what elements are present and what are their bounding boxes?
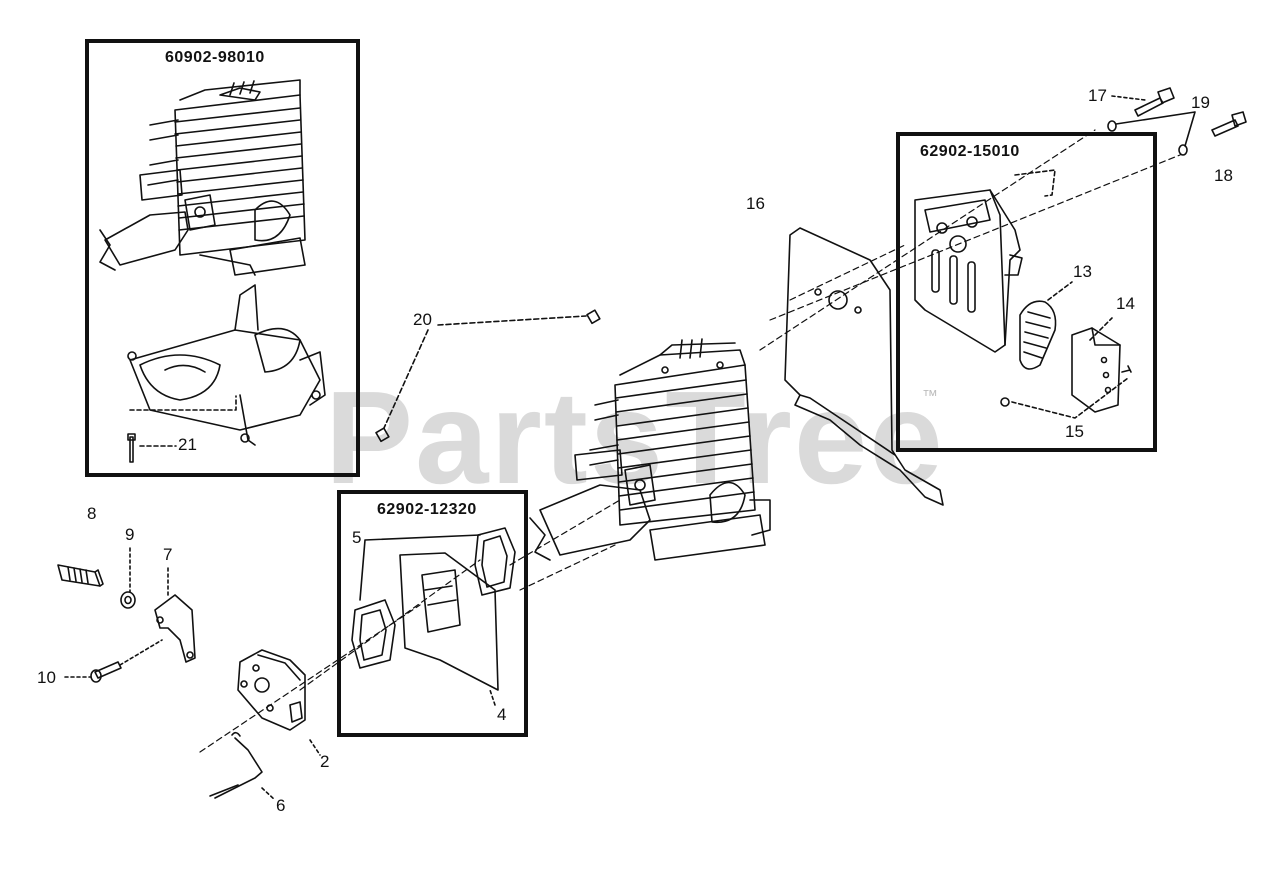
part-17-bolt-drawing (1111, 87, 1175, 117)
part-5-gaskets-drawing (351, 527, 516, 669)
explosion-guide-lines (199, 129, 1181, 753)
short-block-cylinder-drawing (99, 79, 306, 276)
kit-box-muffler (896, 132, 1157, 452)
callout-16[interactable]: 16 (746, 194, 765, 213)
callout-18[interactable]: 18 (1214, 166, 1233, 185)
trademark-symbol: ™ (922, 388, 938, 405)
part-4-insulator-plate-drawing (399, 552, 499, 706)
callout-20[interactable]: 20 (413, 310, 432, 329)
callout-13[interactable]: 13 (1073, 262, 1092, 281)
part-14-cover-drawing (1071, 317, 1132, 413)
part-6-rod-drawing (209, 731, 276, 801)
crankcase-half-drawing (127, 284, 326, 446)
part-21-bolt-drawing (127, 433, 177, 463)
part-18-bolt-drawing (1211, 111, 1247, 137)
part-10-screw-drawing (64, 639, 163, 683)
callout-14[interactable]: 14 (1116, 294, 1135, 313)
part-2-adaptor-drawing (237, 649, 321, 756)
part-muffler-body-drawing (914, 169, 1056, 353)
kit-part-number-gasket[interactable]: 62902-12320 (377, 501, 477, 518)
callout-21[interactable]: 21 (178, 435, 197, 454)
callout-6[interactable]: 6 (276, 796, 286, 815)
callout-15[interactable]: 15 (1065, 422, 1084, 441)
part-7-bracket-drawing (154, 567, 196, 663)
callout-2[interactable]: 2 (320, 752, 330, 771)
kit-box-gasket (337, 490, 528, 737)
main-cylinder-assembly-drawing (529, 338, 771, 561)
part-9-nut-drawing (120, 547, 136, 609)
callout-8[interactable]: 8 (87, 504, 97, 523)
callout-10[interactable]: 10 (37, 668, 56, 687)
part-8-stud-drawing (57, 564, 104, 587)
kit-box-short-block (85, 39, 360, 477)
part-15-screws-drawing (1000, 377, 1129, 419)
callout-9[interactable]: 9 (125, 525, 135, 544)
callout-4[interactable]: 4 (497, 705, 507, 724)
kit-part-number-muffler[interactable]: 62902-15010 (920, 143, 1020, 160)
part-20-pin-drawing (375, 309, 601, 443)
callout-17[interactable]: 17 (1088, 86, 1107, 105)
part-13-spark-arrestor-drawing (1019, 281, 1073, 370)
part-16-heat-shield-drawing (784, 227, 944, 506)
part-19-washers-drawing (1107, 111, 1196, 156)
callout-7[interactable]: 7 (163, 545, 173, 564)
callout-19[interactable]: 19 (1191, 93, 1210, 112)
kit-part-number-short-block[interactable]: 60902-98010 (165, 49, 265, 66)
callout-5[interactable]: 5 (352, 528, 362, 547)
